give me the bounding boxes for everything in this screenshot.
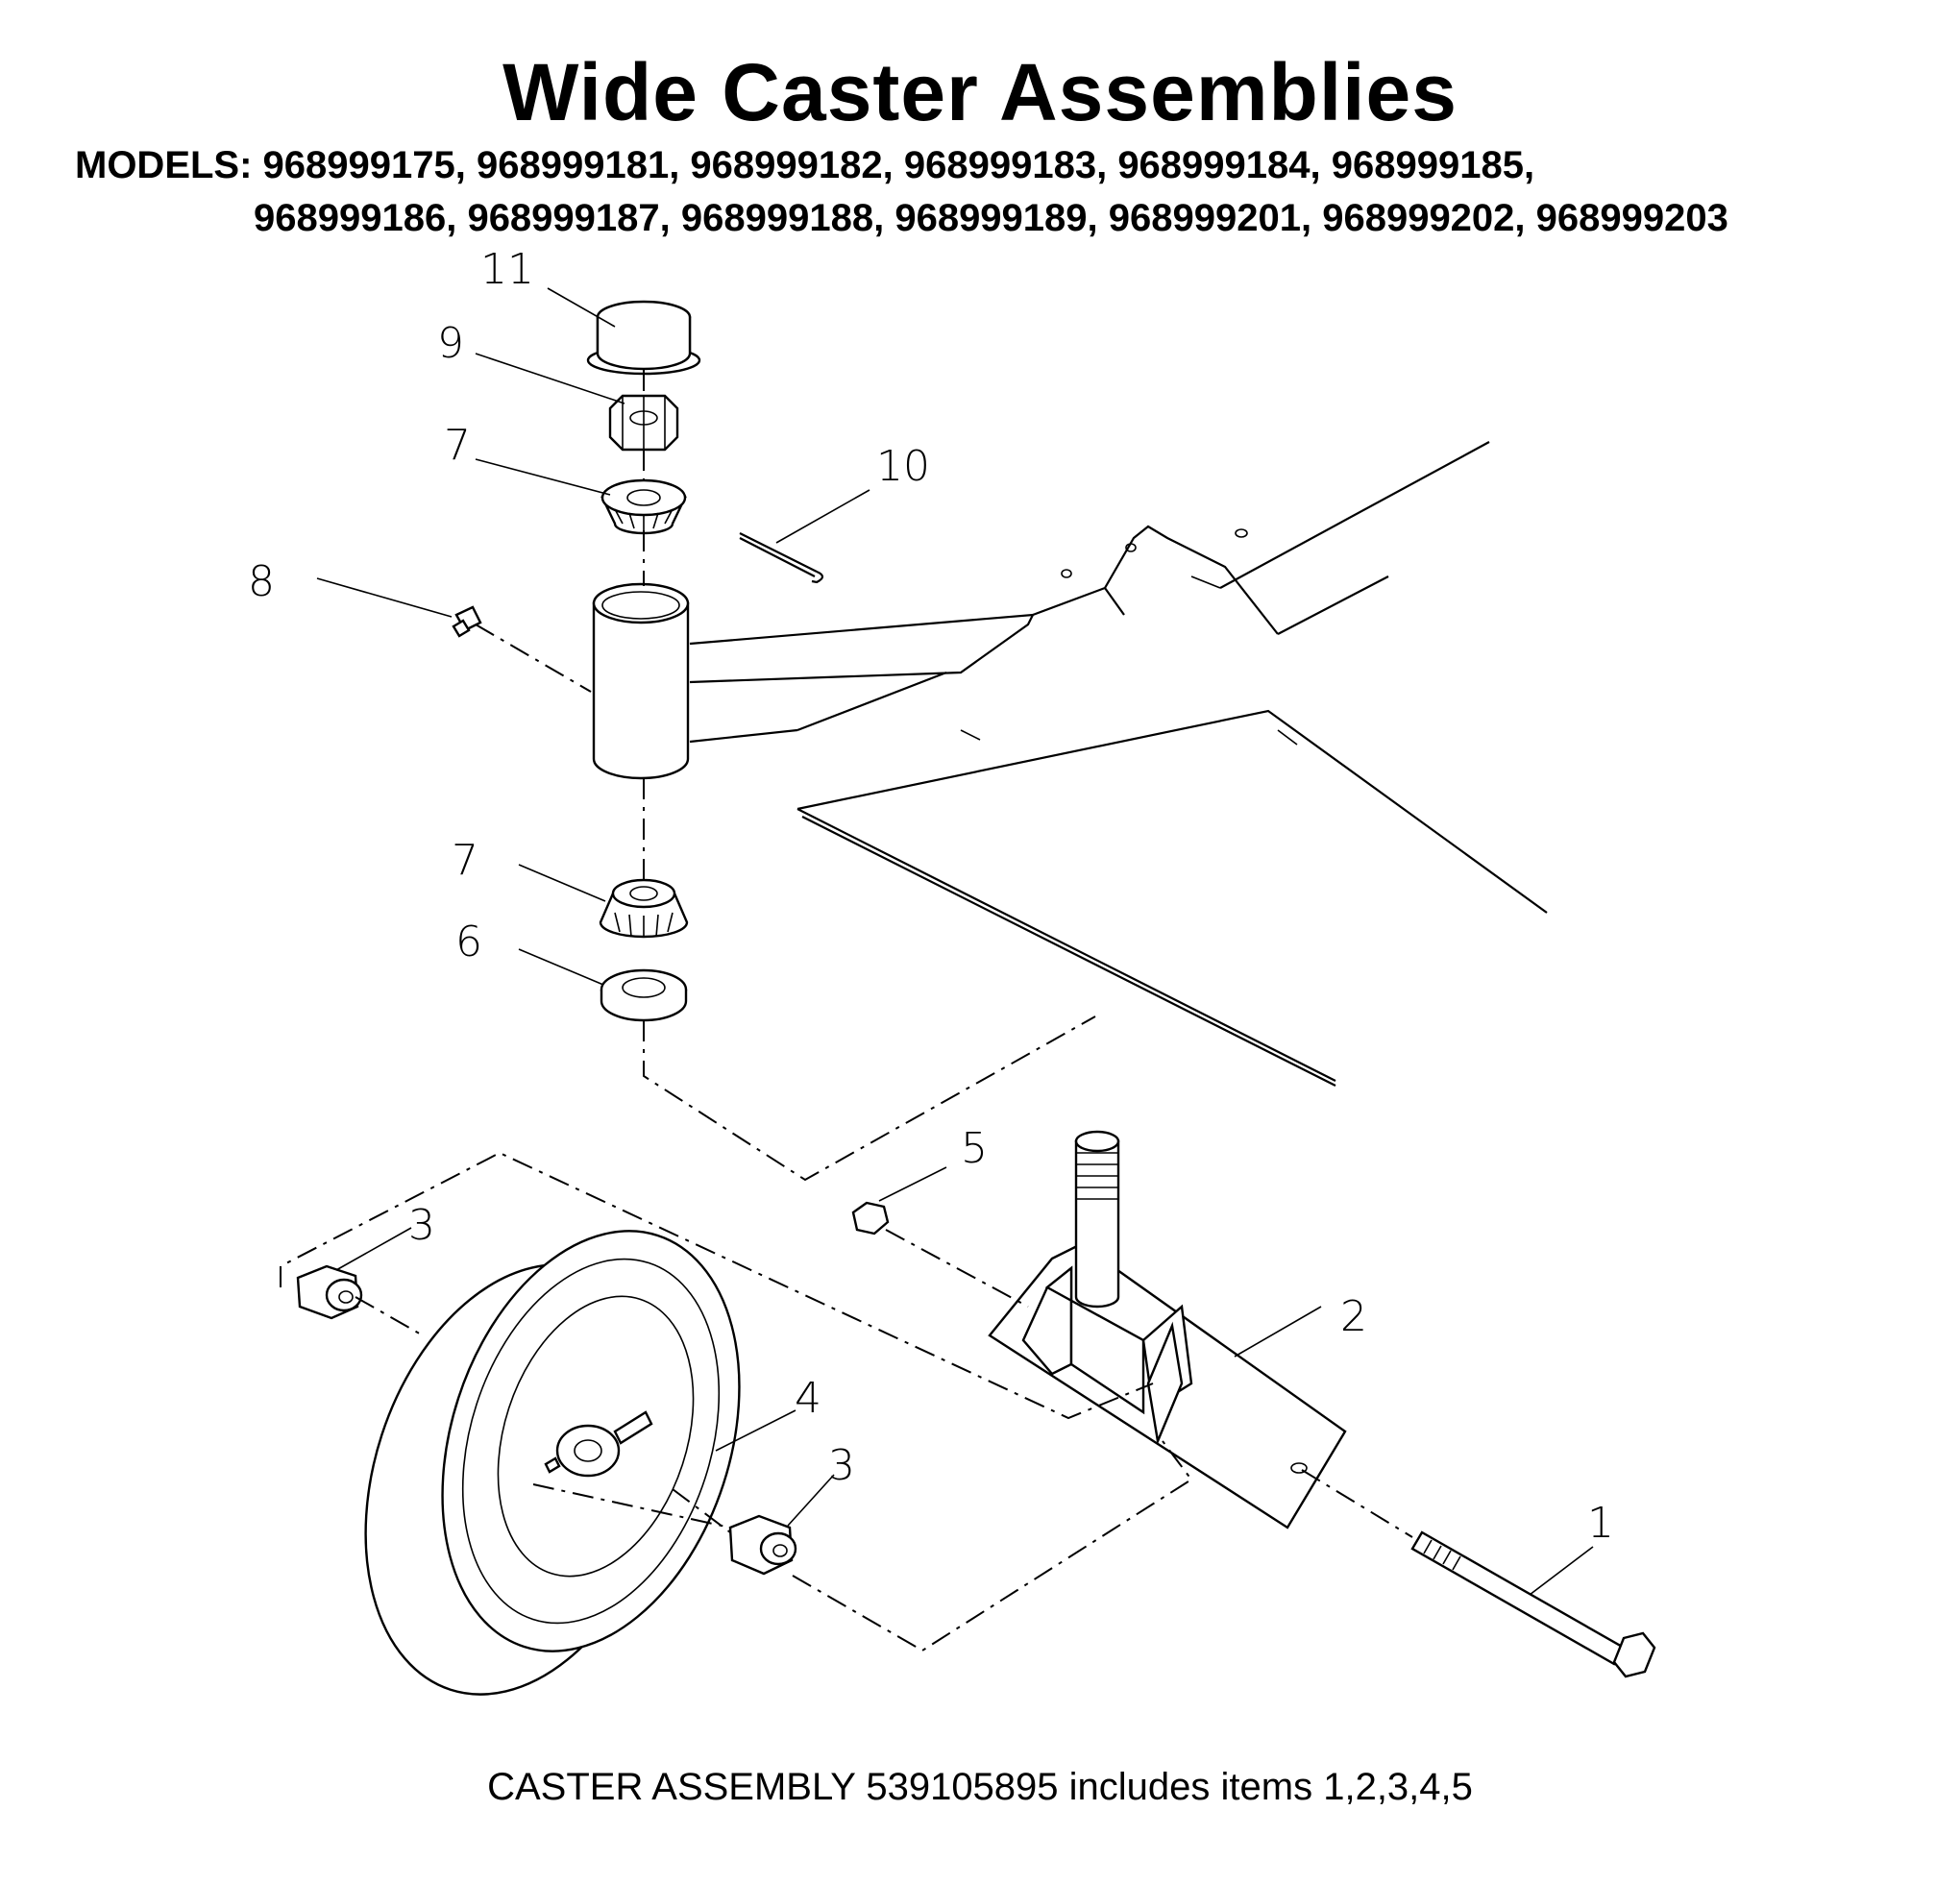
upper-bearing <box>600 478 687 535</box>
washer <box>600 968 688 1022</box>
castle-nut <box>608 394 679 452</box>
deck-frame <box>796 441 1548 1087</box>
callout-2: 2 <box>1340 1292 1367 1341</box>
page-title: Wide Caster Assemblies <box>502 47 1458 137</box>
leader-lines <box>316 287 1594 1596</box>
grease-fitting <box>452 605 482 638</box>
caster-arm <box>689 613 1035 744</box>
callout-11: 11 <box>480 245 534 294</box>
lower-bearing <box>599 878 689 939</box>
callout-4: 4 <box>795 1374 821 1423</box>
models-line-1: MODELS: 968999175, 968999181, 968999182,… <box>75 144 1535 186</box>
callout-7-lower: 7 <box>452 836 478 885</box>
caster-fork <box>988 1130 1347 1529</box>
spindle-tube <box>592 582 690 780</box>
cotter-pin <box>739 532 824 584</box>
wheel <box>364 1230 741 1696</box>
assembly-note: CASTER ASSEMBLY 539105895 includes items… <box>487 1766 1473 1808</box>
locknut <box>851 1201 890 1236</box>
assembly-line-bolt <box>1301 1469 1413 1538</box>
spacer-right <box>728 1514 797 1576</box>
assembly-line-nut <box>885 1229 1029 1308</box>
axle-bolt <box>1410 1530 1656 1678</box>
callout-1: 1 <box>1587 1499 1614 1548</box>
assembly-line-fitting <box>475 624 592 693</box>
callout-9: 9 <box>437 319 464 368</box>
callout-8: 8 <box>248 557 275 606</box>
callout-6: 6 <box>455 918 482 966</box>
spindle-centerline <box>643 370 1096 1182</box>
dust-cap <box>586 300 701 376</box>
models-line-2: 968999186, 968999187, 968999188, 9689991… <box>254 197 1728 239</box>
callout-10: 10 <box>876 442 930 491</box>
callout-3-right: 3 <box>828 1441 855 1490</box>
callout-3-left: 3 <box>408 1201 435 1250</box>
assembly-line-wheel <box>355 1296 731 1529</box>
spacer-left <box>296 1264 363 1320</box>
assembly-line-upper <box>280 1151 1154 1420</box>
callout-5: 5 <box>961 1124 988 1173</box>
callout-7-upper: 7 <box>444 421 471 470</box>
